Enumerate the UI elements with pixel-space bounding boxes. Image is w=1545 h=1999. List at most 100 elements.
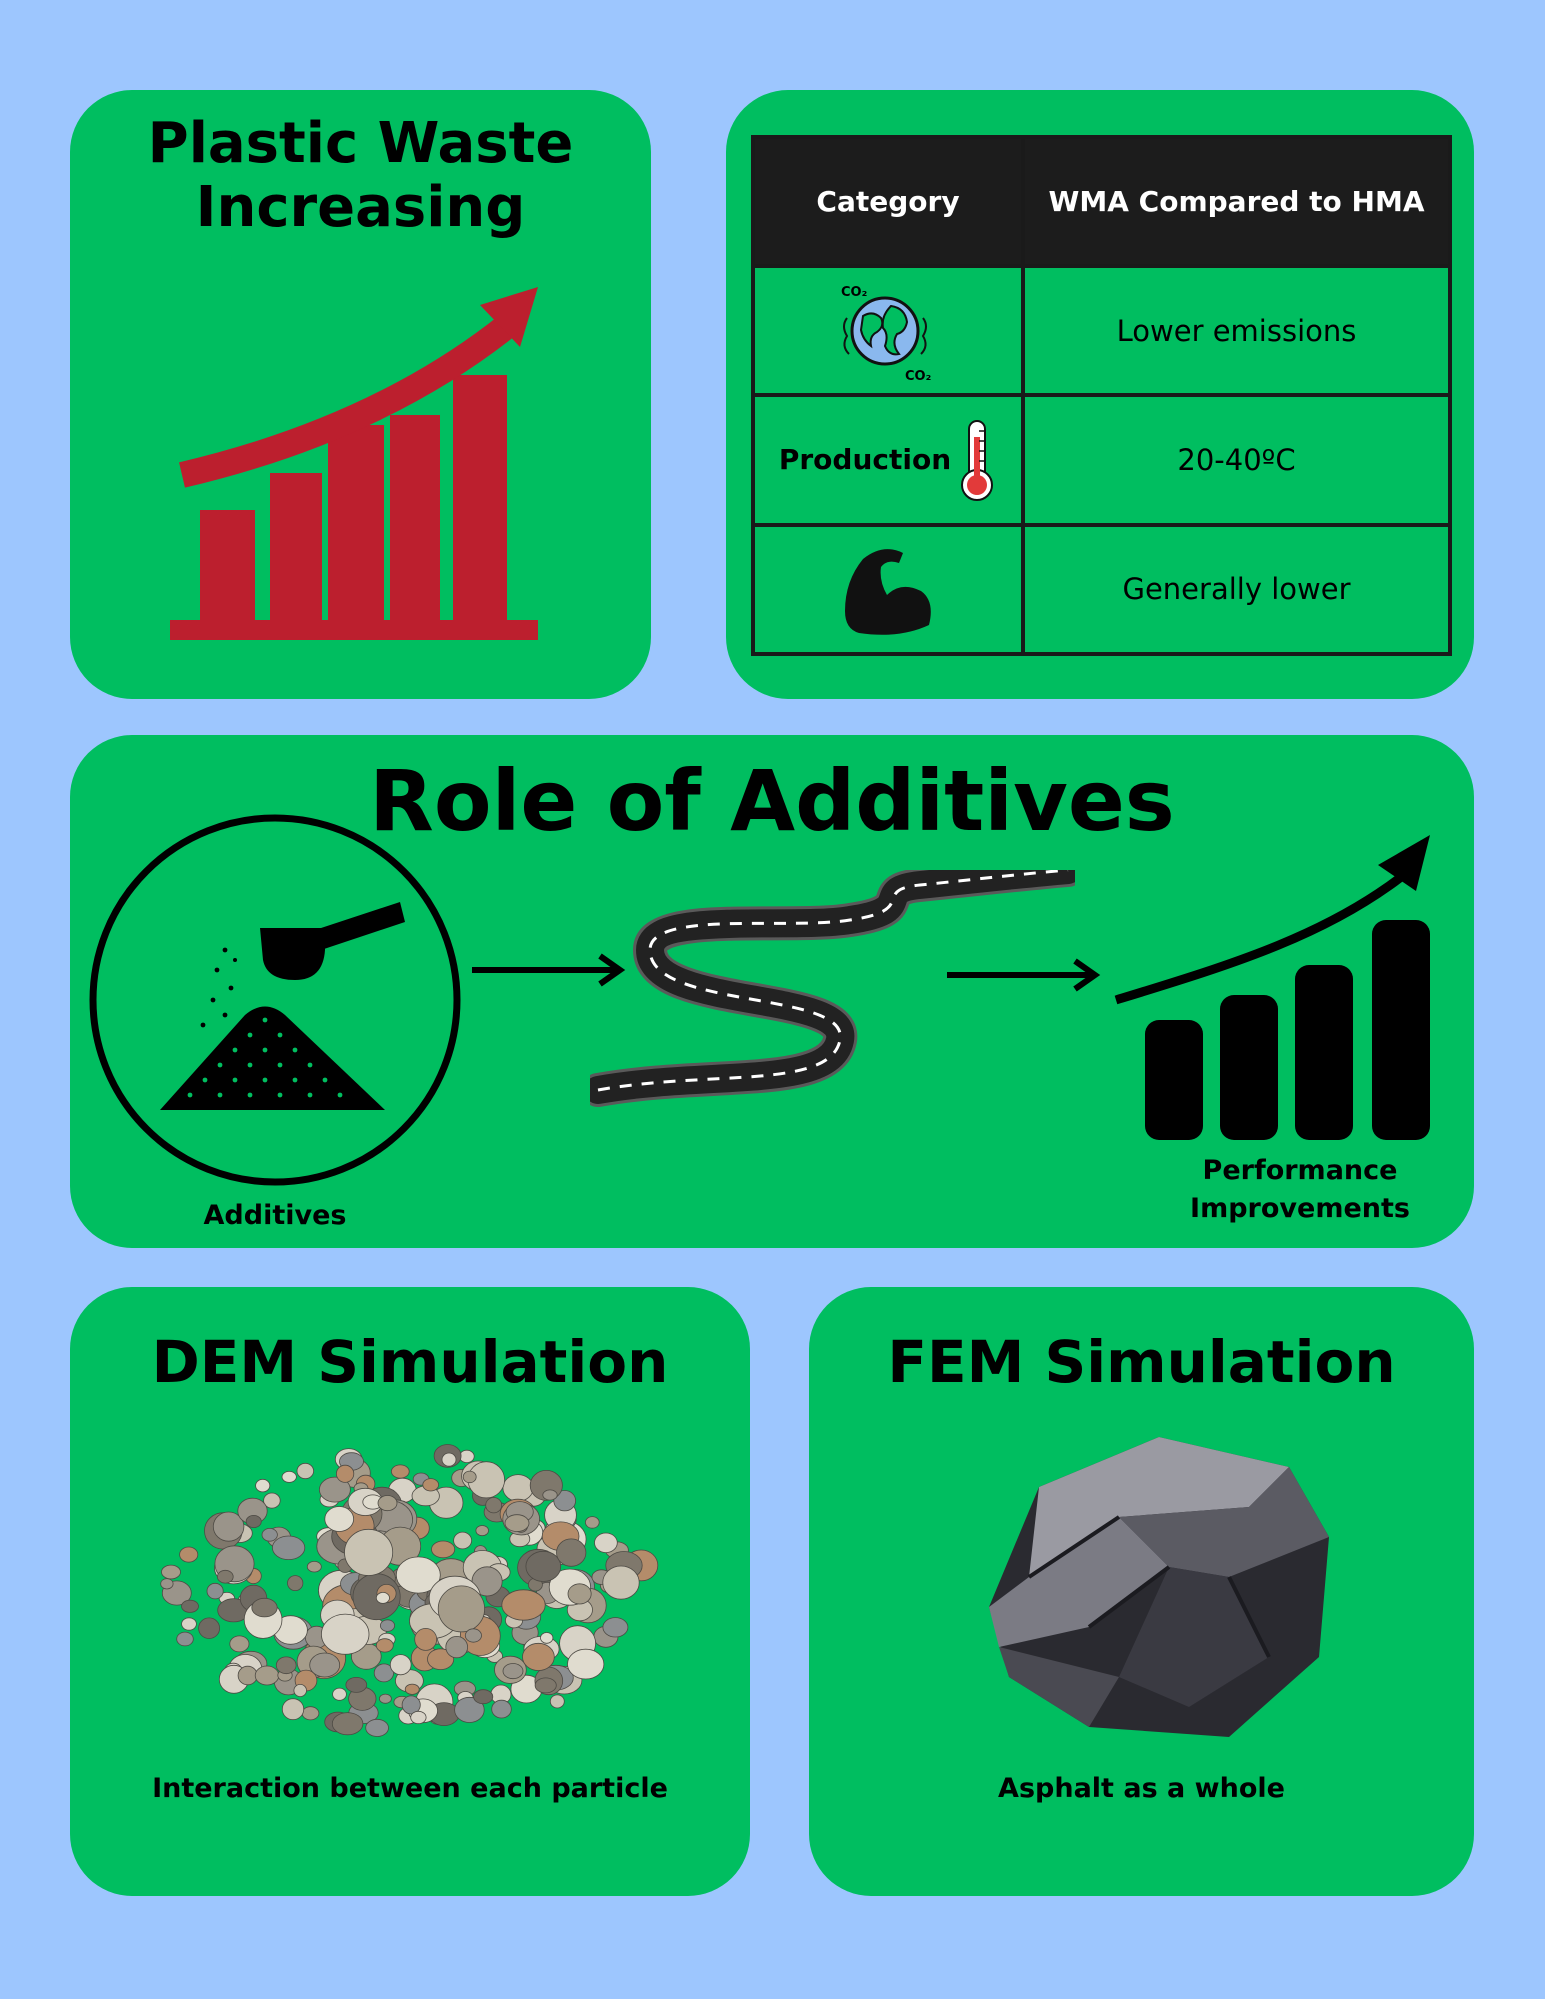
gravel-particle xyxy=(287,1575,304,1592)
gravel-particle xyxy=(198,1617,220,1639)
gravel-particle xyxy=(410,1710,427,1725)
dem-simulation-card: DEM Simulation Interaction between each … xyxy=(70,1287,750,1896)
gravel-particle xyxy=(491,1699,512,1719)
performance-label-line1: Performance xyxy=(1202,1155,1398,1186)
gravel-particle xyxy=(261,1528,278,1542)
category-emissions-cell: CO₂ CO₂ xyxy=(751,263,1025,398)
gravel-particle xyxy=(427,1648,455,1671)
gravel-particle xyxy=(522,1642,555,1671)
gravel-particle xyxy=(462,1470,477,1484)
gravel-particle xyxy=(306,1560,322,1573)
gravel-particle xyxy=(161,1564,181,1580)
gravel-particle xyxy=(441,1452,457,1467)
gravel-particle xyxy=(473,1689,494,1705)
gravel-particle xyxy=(373,1663,394,1683)
gravel-particle xyxy=(272,1535,306,1561)
table-row: Generally lower xyxy=(751,522,1452,657)
plastic-waste-card: Plastic Waste Increasing xyxy=(70,90,651,699)
gravel-particle xyxy=(379,1619,395,1632)
gravel-particle xyxy=(553,1490,577,1512)
gravel-particle xyxy=(422,1478,440,1492)
gravel-particle xyxy=(237,1665,258,1686)
gravel-particle xyxy=(251,1597,278,1618)
gravel-particle xyxy=(453,1531,473,1550)
role-of-additives-card: Role of Additives Additives xyxy=(70,735,1474,1248)
winding-road-icon xyxy=(590,870,1075,1107)
gravel-particle xyxy=(464,1628,482,1643)
gravel-particle xyxy=(254,1665,280,1686)
gravel-particle xyxy=(540,1632,554,1644)
gravel-particle xyxy=(475,1525,489,1537)
table-row: Production 20-40ºC xyxy=(751,393,1452,527)
arrow-right-icon xyxy=(947,958,1101,992)
gravel-particle xyxy=(431,1540,456,1559)
gravel-particle xyxy=(160,1578,174,1590)
performance-chart-icon xyxy=(1114,835,1430,1140)
header-category: Category xyxy=(751,135,1025,268)
gravel-particle xyxy=(181,1617,197,1631)
additives-label: Additives xyxy=(203,1200,347,1231)
gravel-particle xyxy=(320,1613,370,1655)
gravel-particle xyxy=(336,1464,355,1483)
co2-label-top: CO₂ xyxy=(841,285,867,300)
gravel-particle xyxy=(332,1687,347,1701)
gravel-particle xyxy=(458,1449,475,1463)
gravel-particle xyxy=(293,1683,307,1697)
wma-comparison-card: Category WMA Compared to HMA CO₂ CO₂ xyxy=(726,90,1474,699)
performance-label-line2: Improvements xyxy=(1190,1192,1410,1224)
gravel-particle xyxy=(567,1648,605,1680)
gravel-particle xyxy=(375,1638,394,1653)
fem-simulation-card: FEM Simulation Asphalt as a whole xyxy=(809,1287,1474,1896)
gravel-particle xyxy=(395,1556,441,1594)
gravel-particle xyxy=(594,1532,618,1554)
role-title: Role of Additives xyxy=(369,752,1175,850)
gravel-particle xyxy=(534,1677,557,1694)
gravel-particle xyxy=(602,1565,640,1600)
gravel-particle xyxy=(318,1476,351,1503)
gravel-particle xyxy=(525,1550,562,1582)
gravel-particle xyxy=(245,1515,262,1529)
table-header-row: Category WMA Compared to HMA xyxy=(751,135,1452,268)
gravel-particle xyxy=(502,1663,524,1680)
asphalt-rock-image xyxy=(989,1437,1329,1737)
globe-co2-icon: CO₂ CO₂ xyxy=(841,285,931,384)
gravel-particle xyxy=(344,1528,394,1576)
gravel-particle xyxy=(229,1635,250,1653)
gravel-particle xyxy=(275,1656,297,1675)
gravel-particle xyxy=(309,1652,341,1678)
gravel-particle xyxy=(437,1585,485,1633)
performance-label: Performance Improvements xyxy=(1150,1152,1450,1228)
dem-caption: Interaction between each particle xyxy=(152,1773,668,1804)
category-production-cell: Production xyxy=(751,393,1025,527)
plastic-title-line1: Plastic Waste xyxy=(147,111,574,176)
flexed-arm-icon xyxy=(845,549,931,636)
gravel-particle xyxy=(567,1583,592,1605)
gravel-particle xyxy=(375,1591,390,1604)
gravel-particle xyxy=(365,1718,389,1737)
gravel-particle xyxy=(281,1471,297,1483)
thermometer-icon xyxy=(961,419,994,501)
gravel-particle xyxy=(181,1599,199,1613)
gravel-particle xyxy=(217,1569,234,1584)
gravel-particle xyxy=(212,1511,245,1542)
gravel-particle xyxy=(296,1462,315,1480)
rising-bar-chart-icon xyxy=(170,287,538,640)
gravel-particle xyxy=(377,1495,398,1512)
fem-caption: Asphalt as a whole xyxy=(998,1773,1285,1804)
gravel-particle xyxy=(602,1617,629,1638)
gravel-particle xyxy=(549,1694,565,1709)
gravel-particle xyxy=(454,1696,485,1723)
gravel-particle xyxy=(281,1698,305,1721)
header-wma-vs-hma: WMA Compared to HMA xyxy=(1021,135,1452,268)
additive-scoop-icon xyxy=(89,814,461,1186)
fem-title: FEM Simulation xyxy=(887,1328,1396,1396)
gravel-particle xyxy=(331,1712,364,1736)
gravel-particle xyxy=(501,1589,546,1621)
gravel-particle xyxy=(504,1514,530,1532)
table-row: CO₂ CO₂ Lower emissions xyxy=(751,263,1452,398)
gravel-particle xyxy=(301,1706,320,1721)
category-strength-cell xyxy=(751,522,1025,657)
emissions-value: Lower emissions xyxy=(1021,263,1452,398)
gravel-particle xyxy=(502,1474,534,1502)
gravel-particle xyxy=(401,1695,421,1715)
